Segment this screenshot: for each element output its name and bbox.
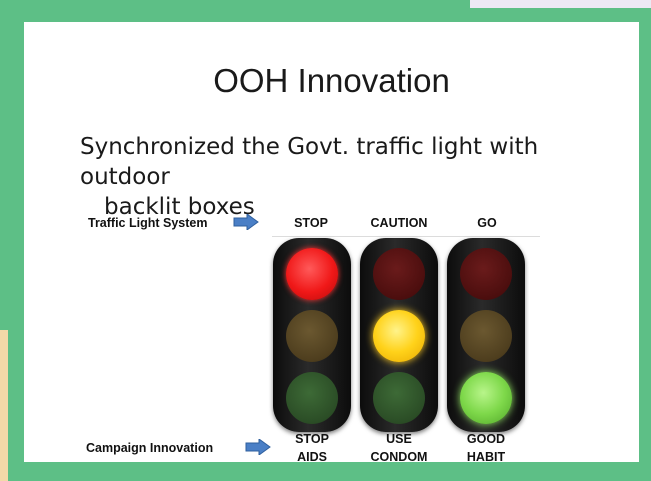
campaign-message-line: GOOD: [466, 432, 506, 446]
green-light-off: [286, 372, 338, 424]
amber-light-off: [460, 310, 512, 362]
campaign-message-line: STOP: [295, 432, 329, 446]
campaign-message-good-habit: GOOD HABIT: [436, 430, 536, 466]
signal-label-go: GO: [477, 216, 497, 230]
campaign-message-use-condom: USE CONDOM: [349, 430, 449, 466]
right-arrow-icon: [245, 439, 271, 455]
slide-title: OOH Innovation: [213, 62, 450, 99]
traffic-light-caution: [360, 238, 438, 432]
bullet-line-1: Synchronized the Govt. traffic light wit…: [80, 134, 539, 190]
traffic-light-stop: [273, 238, 351, 432]
bullet-text: Synchronized the Govt. traffic light wit…: [80, 132, 620, 222]
red-light-off: [460, 248, 512, 300]
traffic-light-go: [447, 238, 525, 432]
slide: OOH Innovation Synchronized the Govt. tr…: [24, 22, 639, 464]
campaign-message-line: CONDOM: [370, 450, 428, 464]
red-light-off: [373, 248, 425, 300]
signal-label-stop: STOP: [294, 216, 328, 230]
red-light-on: [286, 248, 338, 300]
background-strip-top: [470, 0, 651, 8]
green-light-off: [373, 372, 425, 424]
campaign-message-line: HABIT: [466, 450, 506, 464]
campaign-message-stop-aids: STOP AIDS: [262, 430, 362, 466]
signal-label-caution: CAUTION: [370, 216, 428, 230]
divider: [272, 236, 540, 237]
campaign-message-line: USE: [386, 432, 412, 446]
green-light-on: [460, 372, 512, 424]
campaign-innovation-label: Campaign Innovation: [86, 441, 214, 455]
amber-light-on: [373, 310, 425, 362]
traffic-light-system-label: Traffic Light System: [88, 216, 208, 230]
campaign-message-line: AIDS: [297, 450, 327, 464]
right-arrow-icon: [233, 214, 259, 230]
bullet-line-2: backlit boxes: [104, 194, 255, 220]
background-strip: [0, 330, 8, 481]
amber-light-off: [286, 310, 338, 362]
